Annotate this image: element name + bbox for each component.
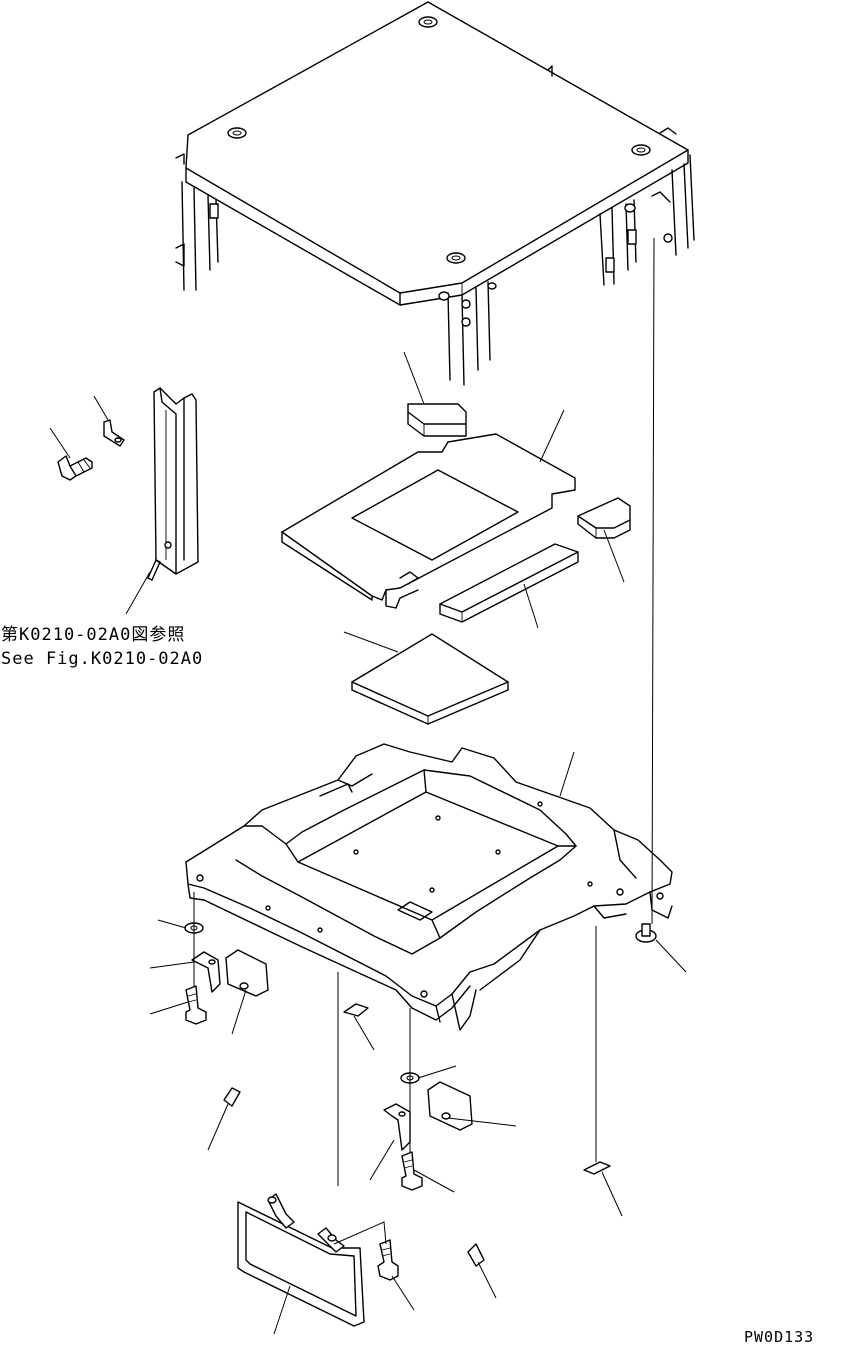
wedge-center — [343, 1003, 369, 1017]
roof-liner-frame — [185, 743, 673, 1031]
wedge-right — [583, 1161, 611, 1175]
leader-lines — [49, 351, 687, 1335]
square-pad — [351, 633, 509, 725]
drawing-code: PW0D133 — [744, 1328, 815, 1346]
bolt-left — [185, 985, 207, 1025]
bracket-left — [191, 951, 221, 993]
bracket-center — [383, 1103, 411, 1151]
long-strip-pad — [439, 543, 579, 623]
pillar-clip — [103, 419, 125, 447]
wedge-left — [223, 1087, 241, 1107]
clip-right — [635, 923, 657, 943]
sun-visor-pad-left — [225, 949, 269, 997]
reference-label-english: See Fig.K0210-02A0 — [1, 649, 204, 669]
wedge-bottom — [467, 1243, 485, 1267]
small-pad-right — [577, 497, 631, 539]
cab-roof — [175, 1, 695, 386]
assembly-lines — [193, 237, 655, 1186]
large-frame-pad — [281, 433, 576, 609]
reference-label-japanese: 第K0210-02A0図参照 — [1, 625, 186, 645]
small-pad-top — [407, 403, 467, 437]
sun-visor-pad-center — [427, 1081, 473, 1131]
pillar-screw — [57, 455, 93, 481]
pillar-cover — [147, 387, 199, 581]
visor-bolt — [377, 1239, 399, 1281]
sun-visor — [237, 1193, 365, 1327]
bolt-center — [401, 1151, 423, 1191]
